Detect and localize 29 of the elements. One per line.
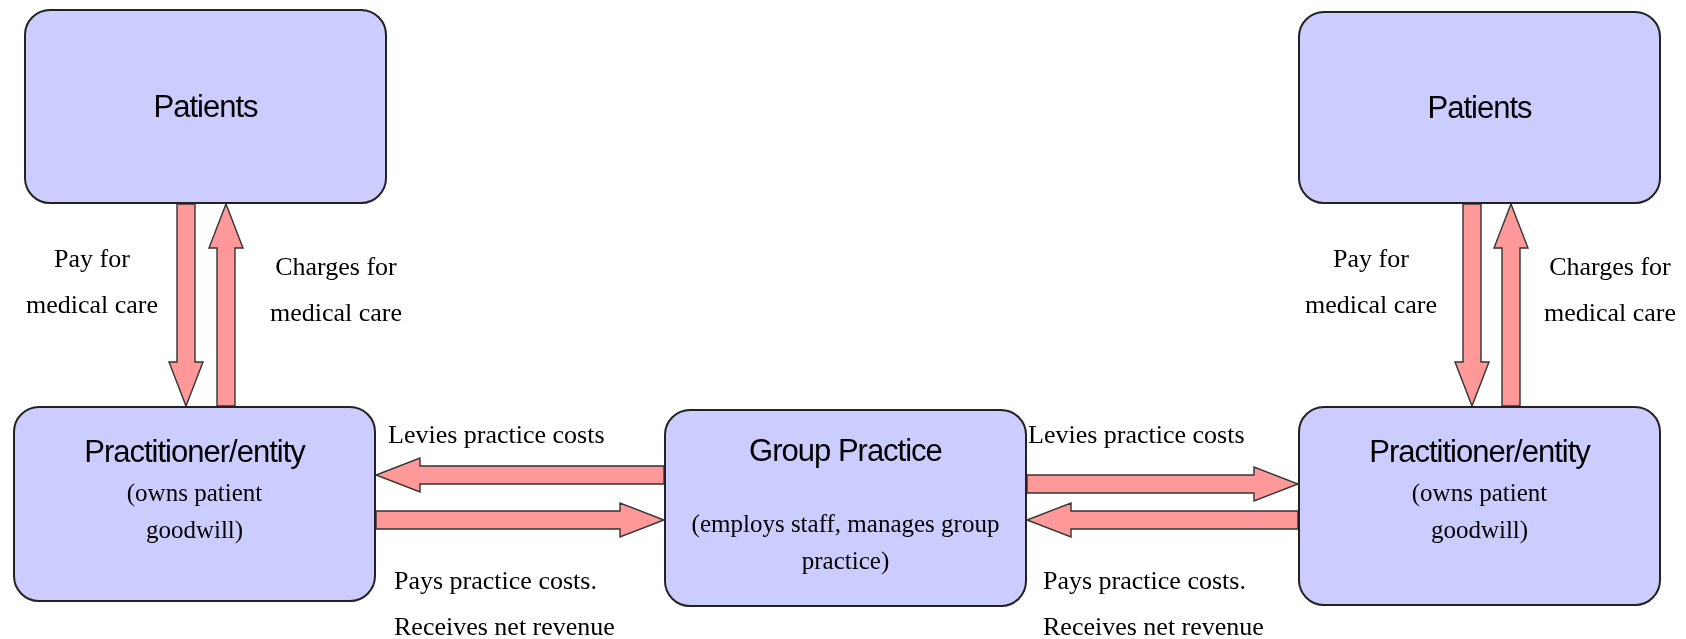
edge-label: Pay for medical care	[24, 243, 160, 321]
block-arrow	[1025, 501, 1299, 539]
block-arrow	[375, 501, 666, 539]
node-description: (owns patient goodwill)	[1410, 478, 1549, 545]
edge-label: Levies practice costs	[1028, 419, 1246, 451]
block-arrow	[374, 456, 665, 494]
edge-label: Pay for medical care	[1303, 243, 1439, 321]
node-title: Group Practice	[749, 433, 942, 469]
node-title: Practitioner/entity	[1369, 434, 1590, 470]
entity-box	[1298, 11, 1661, 204]
entity-box	[13, 406, 376, 602]
node-title: Practitioner/entity	[84, 434, 305, 470]
block-arrow	[1026, 465, 1300, 503]
entity-box	[1298, 406, 1661, 606]
edge-label: Charges for medical care	[1542, 251, 1678, 329]
edge-label: Pays practice costs. Receives net revenue	[394, 565, 616, 639]
node-description: (employs staff, manages group practice)	[690, 509, 1001, 576]
node-title: Patients	[1427, 89, 1532, 126]
edge-label: Levies practice costs	[388, 419, 606, 451]
entity-box	[24, 9, 387, 204]
edge-label: Pays practice costs. Receives net revenue	[1043, 565, 1265, 639]
node-description: (owns patient goodwill)	[125, 478, 264, 545]
block-arrow	[1453, 203, 1491, 408]
block-arrow	[1492, 202, 1530, 407]
block-arrow	[167, 203, 205, 408]
block-arrow	[207, 202, 245, 407]
node-title: Patients	[153, 88, 258, 125]
entity-box	[664, 409, 1027, 607]
edge-label: Charges for medical care	[268, 251, 404, 329]
